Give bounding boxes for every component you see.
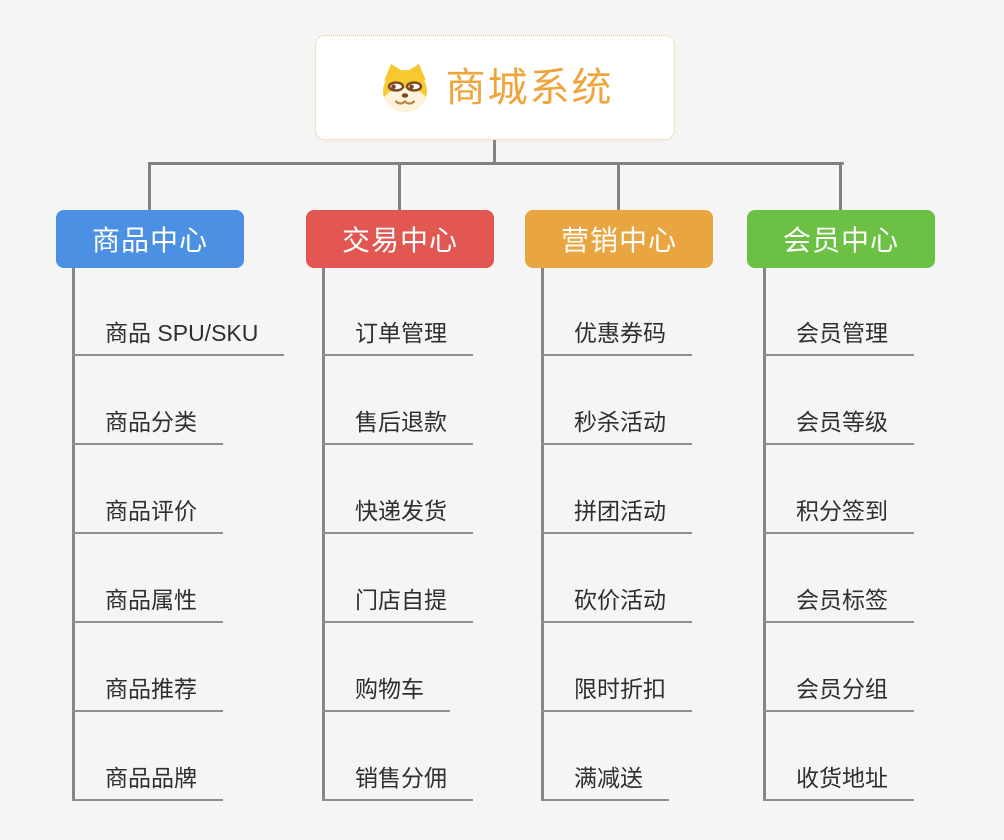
root-node-mall-system[interactable]: 商城系统 xyxy=(315,35,675,140)
connector-line xyxy=(541,268,544,801)
leaf-node[interactable]: 会员管理 xyxy=(763,316,914,356)
leaf-node[interactable]: 积分签到 xyxy=(763,494,914,534)
branch-column-marketing-center: 优惠券码 秒杀活动 拼团活动 砍价活动 限时折扣 满减送 xyxy=(541,268,771,803)
leaf-node[interactable]: 购物车 xyxy=(322,672,450,712)
leaf-node[interactable]: 商品评价 xyxy=(72,494,223,534)
branch-header-marketing-center[interactable]: 营销中心 xyxy=(525,210,713,268)
branch-column-member-center: 会员管理 会员等级 积分签到 会员标签 会员分组 收货地址 xyxy=(763,268,993,803)
leaf-node[interactable]: 销售分佣 xyxy=(322,761,473,801)
leaf-node[interactable]: 商品 SPU/SKU xyxy=(72,316,285,356)
connector-horizontal xyxy=(148,162,844,165)
branch-column-product-center: 商品 SPU/SKU 商品分类 商品评价 商品属性 商品推荐 商品品牌 xyxy=(72,268,302,803)
connector-drop xyxy=(398,162,401,212)
branch-header-member-center[interactable]: 会员中心 xyxy=(747,210,935,268)
leaf-node[interactable]: 优惠券码 xyxy=(541,316,692,356)
branch-header-trade-center[interactable]: 交易中心 xyxy=(306,210,494,268)
leaf-node[interactable]: 商品分类 xyxy=(72,405,223,445)
connector-line xyxy=(322,268,325,801)
branch-header-product-center[interactable]: 商品中心 xyxy=(56,210,244,268)
leaf-node[interactable]: 快递发货 xyxy=(322,494,473,534)
connector-line xyxy=(763,268,766,801)
connector-line xyxy=(72,268,75,801)
leaf-node[interactable]: 满减送 xyxy=(541,761,669,801)
connector-drop xyxy=(617,162,620,212)
connector-drop xyxy=(839,162,842,212)
leaf-node[interactable]: 会员等级 xyxy=(763,405,914,445)
dog-face-icon xyxy=(382,63,427,112)
leaf-node[interactable]: 门店自提 xyxy=(322,583,473,623)
leaf-node[interactable]: 秒杀活动 xyxy=(541,405,692,445)
branch-column-trade-center: 订单管理 售后退款 快递发货 门店自提 购物车 销售分佣 xyxy=(322,268,552,803)
connector-drop xyxy=(148,162,151,212)
leaf-node[interactable]: 商品品牌 xyxy=(72,761,223,801)
leaf-node[interactable]: 商品属性 xyxy=(72,583,223,623)
leaf-node[interactable]: 会员标签 xyxy=(763,583,914,623)
leaf-node[interactable]: 砍价活动 xyxy=(541,583,692,623)
leaf-node[interactable]: 订单管理 xyxy=(322,316,473,356)
leaf-node[interactable]: 收货地址 xyxy=(763,761,914,801)
leaf-node[interactable]: 会员分组 xyxy=(763,672,914,712)
leaf-node[interactable]: 售后退款 xyxy=(322,405,473,445)
root-title: 商城系统 xyxy=(445,65,614,110)
leaf-node[interactable]: 商品推荐 xyxy=(72,672,223,712)
leaf-node[interactable]: 拼团活动 xyxy=(541,494,692,534)
connector-root-stub xyxy=(493,140,496,163)
leaf-node[interactable]: 限时折扣 xyxy=(541,672,692,712)
